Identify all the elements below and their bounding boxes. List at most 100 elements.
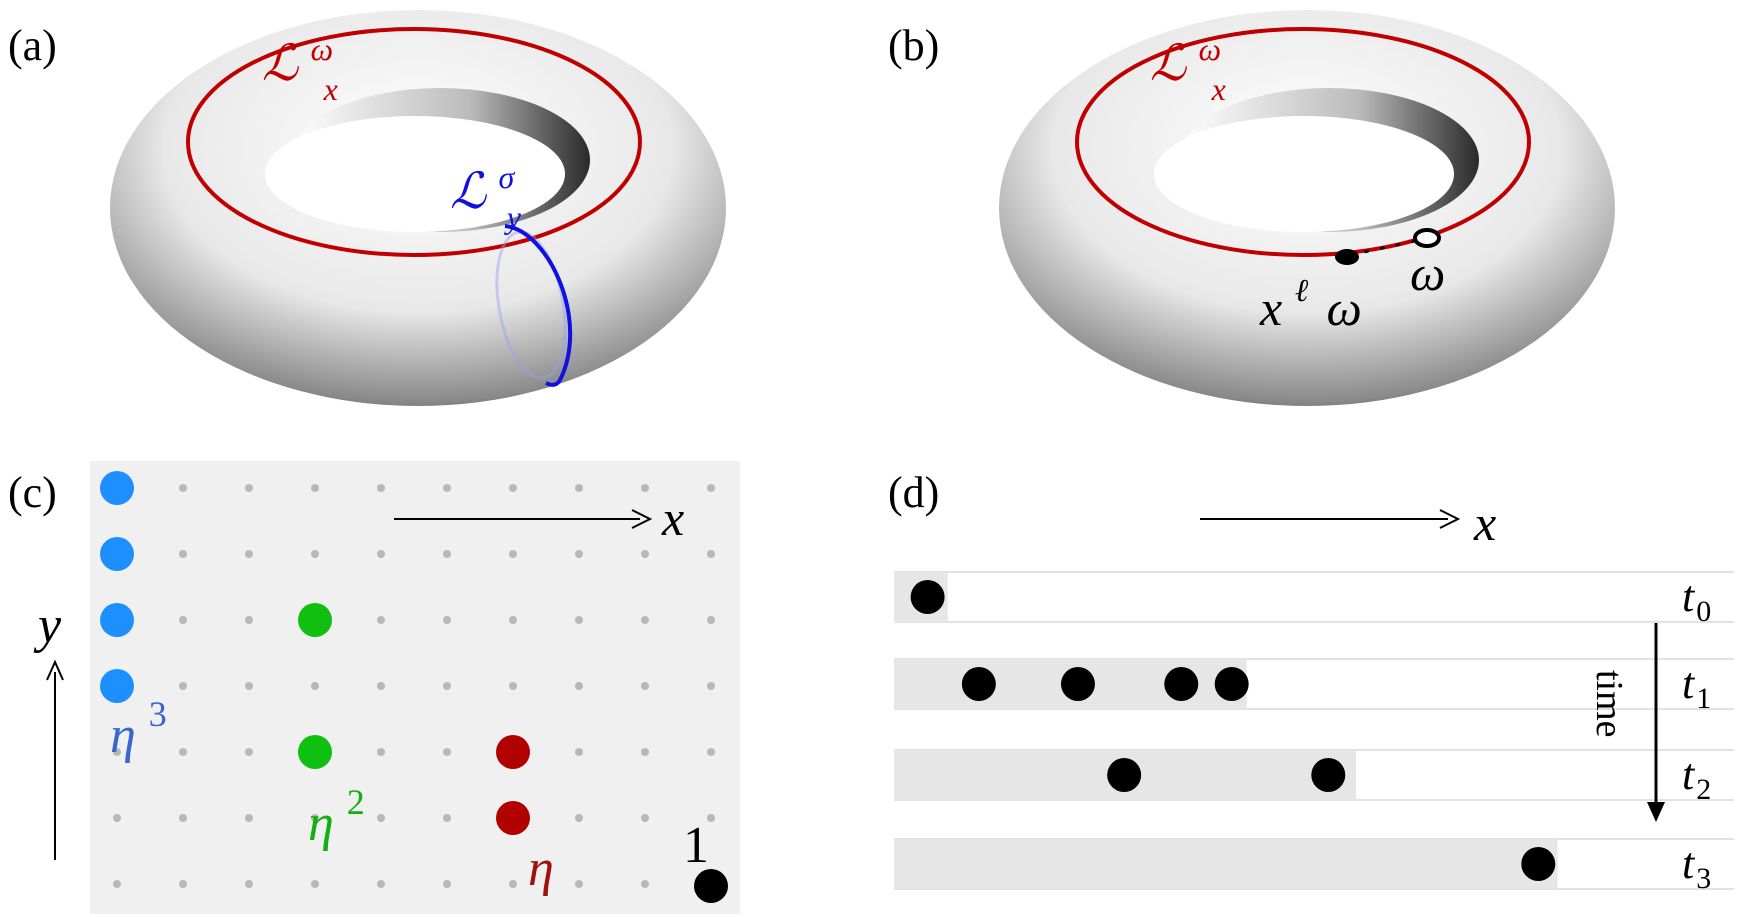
panel-b-label: (b) — [888, 21, 939, 70]
panel-a: (a) ℒ ω x ℒ σ y — [8, 10, 726, 406]
one-point — [694, 869, 728, 903]
lattice-site — [311, 880, 319, 888]
eta-point — [496, 801, 530, 835]
torus-a-hole — [265, 116, 565, 232]
eta3-point — [100, 669, 134, 703]
lattice-site — [707, 550, 715, 558]
lattice-site — [311, 814, 319, 822]
lattice-site — [509, 550, 517, 558]
start-point-label: ω — [1410, 245, 1445, 301]
lattice-site — [641, 880, 649, 888]
lattice-site — [377, 880, 385, 888]
one-label: 1 — [683, 817, 709, 874]
lattice-site — [179, 748, 187, 756]
lattice-site — [113, 814, 121, 822]
lattice-site — [443, 682, 451, 690]
eta-label: η — [528, 840, 554, 897]
lattice-background — [90, 461, 740, 914]
lattice-site — [311, 682, 319, 690]
particle-dot — [1107, 758, 1142, 792]
particle-dot — [1311, 758, 1346, 792]
lattice-site — [245, 814, 253, 822]
lattice-site — [245, 748, 253, 756]
y-axis-arrowhead-c — [46, 659, 64, 681]
lattice-site — [575, 550, 583, 558]
lattice-site — [311, 484, 319, 492]
eta3-point — [100, 537, 134, 571]
loop-x-b-label: ℒ ω x — [1150, 15, 1234, 107]
lattice-site — [575, 880, 583, 888]
time-step-label: t0 — [1682, 572, 1711, 628]
lattice-site — [509, 880, 517, 888]
lattice-site — [179, 682, 187, 690]
lattice-site — [245, 682, 253, 690]
time-label: time — [1588, 670, 1630, 738]
lattice-site — [113, 880, 121, 888]
torus-a — [110, 10, 726, 406]
panel-b: (b) ℒ ω x ω x ℓ ω — [888, 10, 1615, 406]
end-point-label: x ℓ ω — [1259, 256, 1362, 336]
torus-b-hole — [1154, 116, 1454, 232]
particle-dot — [1164, 667, 1199, 701]
lattice-site — [377, 748, 385, 756]
lattice-site — [575, 682, 583, 690]
lattice-site — [245, 880, 253, 888]
end-point-xl-omega — [1335, 249, 1359, 265]
lattice-site — [641, 814, 649, 822]
lattice-site — [179, 550, 187, 558]
lattice-site — [641, 748, 649, 756]
start-point-omega — [1413, 228, 1441, 248]
lattice-site — [443, 880, 451, 888]
loop-y-a-label: ℒ σ y — [450, 143, 527, 235]
lattice-site — [311, 550, 319, 558]
lattice-site — [641, 550, 649, 558]
lattice-site — [575, 814, 583, 822]
eta2-point — [298, 603, 332, 637]
loop-y-a-back — [495, 230, 567, 380]
lattice-site — [179, 484, 187, 492]
lattice-site — [575, 484, 583, 492]
particle-dot — [1060, 667, 1095, 701]
lattice-site — [179, 616, 187, 624]
lattice-site — [509, 616, 517, 624]
eta-point — [496, 735, 530, 769]
lattice-site — [443, 550, 451, 558]
lattice-site — [707, 616, 715, 624]
lattice-site — [443, 484, 451, 492]
x-axis-label-d: x — [1473, 495, 1496, 551]
lattice-site — [443, 748, 451, 756]
lattice-site — [245, 484, 253, 492]
y-axis-label-c: y — [33, 597, 62, 654]
panel-c-label: (c) — [8, 468, 57, 517]
x-axis-arrowhead-d — [1439, 509, 1461, 529]
eta3-point — [100, 603, 134, 637]
lattice-site — [179, 880, 187, 888]
lattice-site — [443, 814, 451, 822]
lattice-site — [245, 550, 253, 558]
lattice-site — [641, 616, 649, 624]
loop-x-a — [186, 27, 642, 257]
eta2-label: η 2 — [308, 782, 365, 852]
lattice-site — [575, 616, 583, 624]
x-axis-arrowhead-c — [631, 509, 653, 529]
lattice-site — [707, 484, 715, 492]
lattice-site — [707, 682, 715, 690]
particle-dot — [910, 580, 945, 614]
lattice-site — [641, 484, 649, 492]
row-occupied-bar — [894, 839, 1558, 889]
panel-a-label: (a) — [8, 21, 57, 70]
loop-x-a-label: ℒ ω x — [262, 15, 346, 107]
lattice-site — [377, 550, 385, 558]
lattice-site — [509, 682, 517, 690]
lattice-site — [707, 748, 715, 756]
lattice-site — [377, 484, 385, 492]
lattice-site — [377, 616, 385, 624]
eta3-label: η 3 — [110, 694, 167, 764]
time-arrowhead — [1647, 802, 1665, 822]
lattice-site — [179, 814, 187, 822]
lattice-site — [245, 616, 253, 624]
lattice-site — [575, 748, 583, 756]
